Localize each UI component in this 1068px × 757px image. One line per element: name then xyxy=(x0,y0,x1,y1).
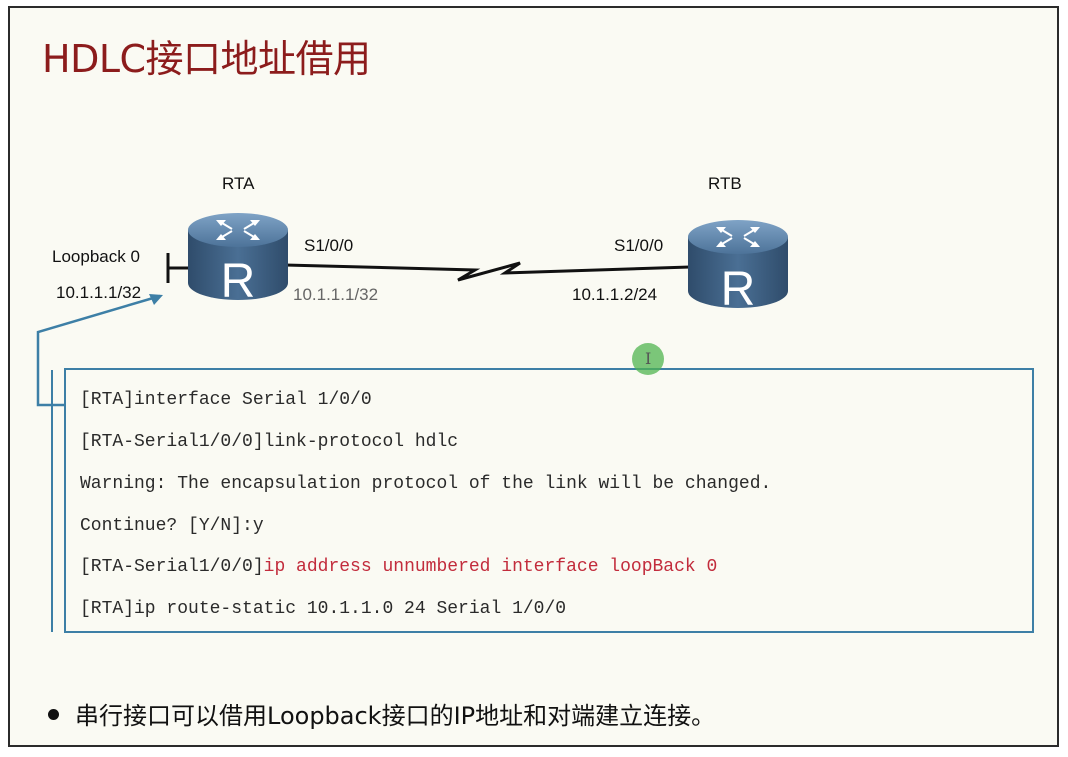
loopback-interface-icon xyxy=(166,253,190,283)
cli-config-box: [RTA]interface Serial 1/0/0 [RTA-Serial1… xyxy=(64,368,1034,633)
pointer-cursor-icon xyxy=(632,343,664,375)
router-rtb-glyph: R xyxy=(721,263,756,316)
slide-title: HDLC接口地址借用 xyxy=(42,37,371,81)
bullet-dot-icon xyxy=(48,708,59,720)
rta-interface-label: S1/0/0 xyxy=(304,236,354,255)
cli-line-5-prefix: [RTA-Serial1/0/0] xyxy=(80,557,264,577)
cli-line-3: Warning: The encapsulation protocol of t… xyxy=(80,474,772,494)
rta-interface-ip: 10.1.1.1/32 xyxy=(293,285,379,304)
cli-line-1: [RTA]interface Serial 1/0/0 xyxy=(80,390,372,410)
router-rta-name: RTA xyxy=(222,174,255,193)
cli-line-5: [RTA-Serial1/0/0]ip address unnumbered i… xyxy=(80,557,717,577)
router-rta-glyph: R xyxy=(221,255,256,308)
serial-link xyxy=(284,261,691,282)
router-rtb-icon: R xyxy=(688,220,788,316)
bullet-note: 串行接口可以借用Loopback接口的IP地址和对端建立连接。 xyxy=(48,696,715,731)
router-rtb-name: RTB xyxy=(708,174,742,193)
cli-line-6: [RTA]ip route-static 10.1.1.0 24 Serial … xyxy=(80,599,567,619)
cli-line-2: [RTA-Serial1/0/0]link-protocol hdlc xyxy=(80,432,459,452)
bullet-text: 串行接口可以借用Loopback接口的IP地址和对端建立连接。 xyxy=(75,702,716,730)
callout-arrow xyxy=(36,294,163,632)
cli-line-5-highlight: ip address unnumbered interface loopBack… xyxy=(263,557,718,577)
rtb-interface-ip: 10.1.1.2/24 xyxy=(572,285,658,304)
rtb-interface-label: S1/0/0 xyxy=(614,236,664,255)
loopback-ip: 10.1.1.1/32 xyxy=(56,283,142,302)
router-rta-icon: R xyxy=(188,213,288,308)
loopback-label: Loopback 0 xyxy=(52,247,140,266)
cli-line-4: Continue? [Y/N]:y xyxy=(80,516,264,536)
